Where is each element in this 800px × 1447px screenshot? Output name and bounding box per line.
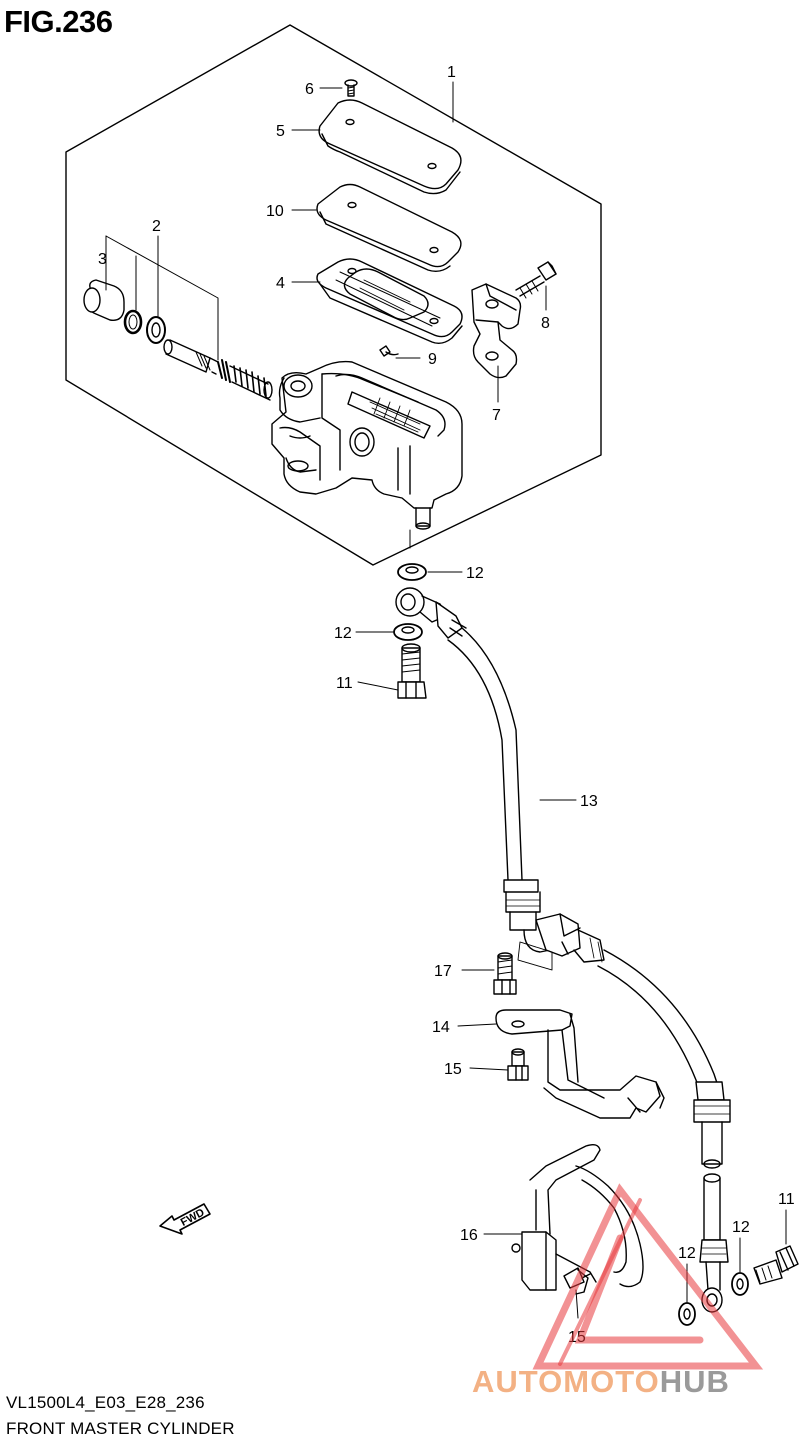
watermark-part1: AUTOMOTO (472, 1364, 660, 1399)
part-13-brake-hose-lower (597, 949, 731, 1313)
part-14-hose-bracket (495, 1009, 665, 1119)
callout-16: 16 (460, 1227, 478, 1244)
part-13-brake-hose-upper (395, 587, 541, 931)
callout-4: 4 (276, 275, 285, 292)
figure-caption: FRONT MASTER CYLINDER (6, 1419, 235, 1438)
callout-14: 14 (432, 1019, 450, 1036)
part-12-washer-lower-right (731, 1272, 749, 1296)
callout-5: 5 (276, 123, 285, 140)
part-5-reservoir-cap (318, 99, 462, 195)
part-15-bolt-upper (507, 1048, 529, 1081)
part-12-washer-mid (393, 623, 423, 641)
callout-7: 7 (492, 407, 501, 424)
callout-1: 1 (447, 64, 456, 81)
callout-3: 3 (98, 251, 107, 268)
assembly-1-outline (65, 24, 602, 566)
part-12-washer-upper (397, 563, 427, 581)
part-11-union-bolt-upper (397, 643, 427, 699)
part-16-hose-guide (511, 1143, 644, 1291)
master-cylinder-body (271, 360, 463, 549)
callout-bracket-2 (105, 235, 219, 361)
callout-12-upper: 12 (466, 565, 484, 582)
part-8-clamp-bolt (515, 261, 557, 299)
fwd-label: FWD (179, 1206, 207, 1228)
leader-lines (105, 81, 787, 1319)
callout-8: 8 (541, 315, 550, 332)
figure-title: FIG.236 (4, 4, 113, 39)
callout-17: 17 (434, 963, 452, 980)
callout-9: 9 (428, 351, 437, 368)
part-17-bolt (493, 952, 517, 995)
part-6-screw (344, 79, 358, 97)
watermark-logo-icon (532, 1183, 764, 1370)
callout-12-lower-left: 12 (678, 1245, 696, 1262)
part-4-diaphragm (316, 258, 463, 345)
watermark-text: AUTOMOTOHUB (472, 1364, 730, 1400)
part-2-piston-set (163, 339, 273, 401)
brake-hose-joint (517, 913, 605, 971)
part-3-boot (83, 279, 125, 321)
callout-6: 6 (305, 81, 314, 98)
part-9-clip (379, 345, 399, 357)
part-washer-ring (146, 316, 166, 344)
model-code: VL1500L4_E03_E28_236 (6, 1393, 205, 1412)
part-7-handlebar-clamp (471, 283, 522, 379)
callout-10: 10 (266, 203, 284, 220)
part-10-cap-plate (316, 183, 462, 273)
callout-11-lower: 11 (778, 1191, 795, 1208)
callout-12-mid: 12 (334, 625, 352, 642)
callout-12-lower-right: 12 (732, 1219, 750, 1236)
callout-2: 2 (152, 218, 161, 235)
watermark-part2: HUB (659, 1364, 730, 1399)
part-11-union-bolt-lower (753, 1245, 799, 1285)
callout-11-upper: 11 (336, 675, 353, 692)
part-circlip (123, 309, 143, 335)
callout-13: 13 (580, 793, 598, 810)
fwd-arrow-icon: FWD (159, 1203, 211, 1235)
part-12-washer-lower-left (678, 1302, 696, 1326)
callout-15-upper: 15 (444, 1061, 462, 1078)
